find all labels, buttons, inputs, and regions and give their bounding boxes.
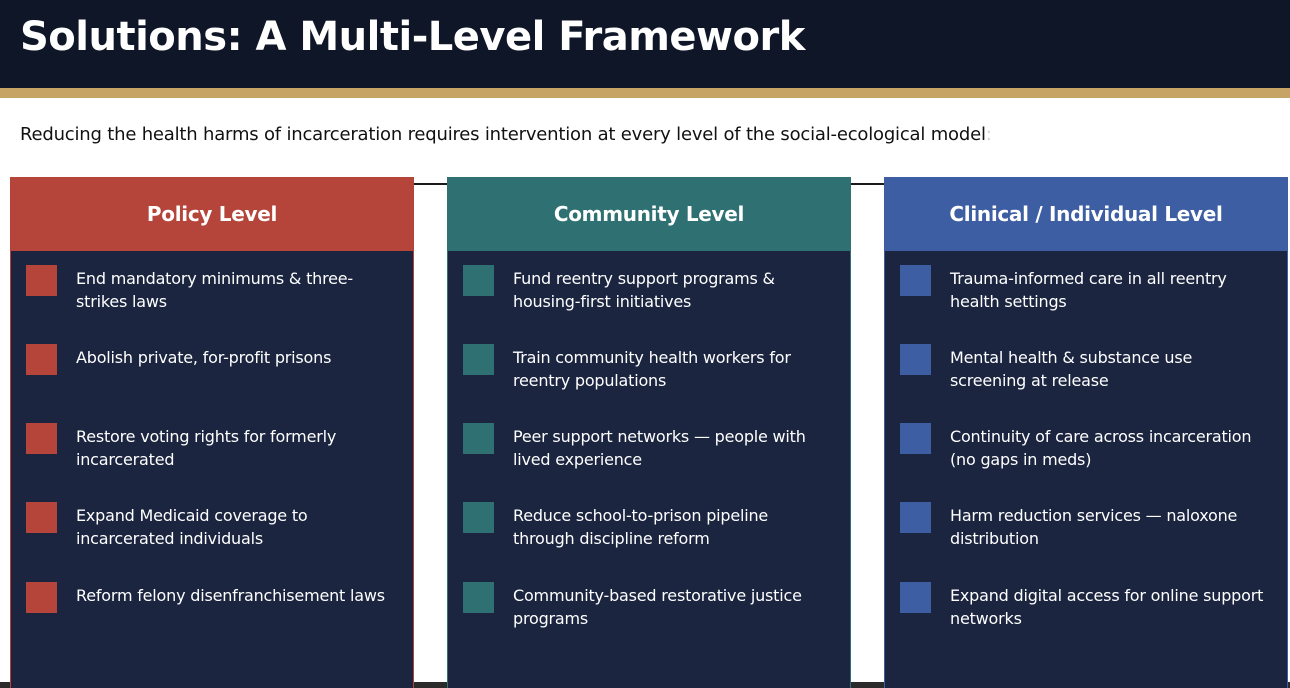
list-item: Expand Medicaid coverage to incarcerated… xyxy=(11,488,413,558)
clinical-level-column: Clinical / Individual Level Trauma-infor… xyxy=(884,177,1288,688)
item-text: Community-based restorative justice prog… xyxy=(513,586,802,628)
item-text: Fund reentry support programs & housing-… xyxy=(513,269,775,311)
item-text: Peer support networks — people with live… xyxy=(513,427,806,469)
bullet-square-icon xyxy=(463,582,494,613)
subtitle-end: : xyxy=(985,124,992,145)
list-item: Train community health workers for reent… xyxy=(448,330,850,400)
list-item: Community-based restorative justice prog… xyxy=(448,568,850,638)
item-text: Reduce school-to-prison pipeline through… xyxy=(513,506,769,548)
bullet-square-icon xyxy=(463,265,494,296)
bullet-square-icon xyxy=(900,423,931,454)
item-text: Trauma-informed care in all reentry heal… xyxy=(950,269,1227,311)
item-text: Train community health workers for reent… xyxy=(513,348,791,390)
column-title: Community Level xyxy=(553,202,745,226)
slide-title: Solutions: A Multi-Level Framework xyxy=(20,14,805,60)
list-item: Continuity of care across incarceration … xyxy=(885,409,1287,479)
bullet-square-icon xyxy=(26,582,57,613)
list-item: Abolish private, for-profit prisons xyxy=(11,330,413,400)
item-text: Continuity of care across incarceration … xyxy=(950,427,1252,469)
list-item: Trauma-informed care in all reentry heal… xyxy=(885,251,1287,321)
divider-rule xyxy=(414,183,448,185)
list-item: End mandatory minimums & three-strikes l… xyxy=(11,251,413,321)
list-item: Restore voting rights for formerly incar… xyxy=(11,409,413,479)
bullet-square-icon xyxy=(26,423,57,454)
bullet-square-icon xyxy=(463,344,494,375)
item-text: Expand digital access for online support… xyxy=(950,586,1264,628)
community-level-column: Community Level Fund reentry support pro… xyxy=(447,177,851,688)
bullet-square-icon xyxy=(26,502,57,533)
gold-accent-bar xyxy=(0,88,1290,98)
list-item: Reduce school-to-prison pipeline through… xyxy=(448,488,850,558)
list-item: Peer support networks — people with live… xyxy=(448,409,850,479)
list-item: Mental health & substance use screening … xyxy=(885,330,1287,400)
list-item: Harm reduction services — naloxone distr… xyxy=(885,488,1287,558)
column-header: Clinical / Individual Level xyxy=(885,177,1287,251)
slide-header: Solutions: A Multi-Level Framework xyxy=(0,0,1290,88)
bullet-square-icon xyxy=(463,502,494,533)
item-text: Expand Medicaid coverage to incarcerated… xyxy=(76,506,308,548)
policy-level-column: Policy Level End mandatory minimums & th… xyxy=(10,177,414,688)
divider-rule xyxy=(851,183,885,185)
item-text: Mental health & substance use screening … xyxy=(950,348,1193,390)
list-item: Reform felony disenfranchisement laws xyxy=(11,568,413,638)
bullet-square-icon xyxy=(900,582,931,613)
bullet-square-icon xyxy=(900,502,931,533)
column-header: Community Level xyxy=(448,177,850,251)
column-title: Policy Level xyxy=(146,202,278,226)
bullet-square-icon xyxy=(26,265,57,296)
item-text: Reform felony disenfranchisement laws xyxy=(76,586,385,605)
bullet-square-icon xyxy=(900,265,931,296)
column-header: Policy Level xyxy=(11,177,413,251)
bullet-square-icon xyxy=(463,423,494,454)
item-text: Harm reduction services — naloxone distr… xyxy=(950,506,1238,548)
list-item: Expand digital access for online support… xyxy=(885,568,1287,638)
subtitle-text: Reducing the health harms of incarcerati… xyxy=(20,124,986,145)
bullet-square-icon xyxy=(26,344,57,375)
item-text: End mandatory minimums & three-strikes l… xyxy=(76,269,353,311)
slide-subtitle: Reducing the health harms of incarcerati… xyxy=(20,124,992,145)
bullet-square-icon xyxy=(900,344,931,375)
column-title: Clinical / Individual Level xyxy=(949,202,1223,226)
item-text: Abolish private, for-profit prisons xyxy=(76,348,332,367)
item-text: Restore voting rights for formerly incar… xyxy=(76,427,337,469)
list-item: Fund reentry support programs & housing-… xyxy=(448,251,850,321)
